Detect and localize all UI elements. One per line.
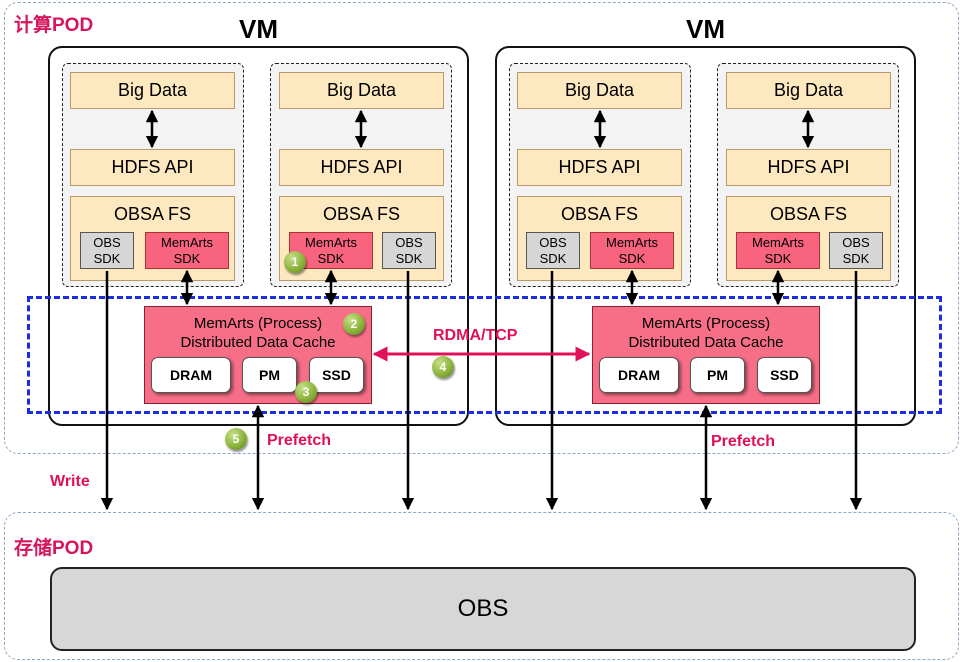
dram-tier: DRAM — [151, 357, 231, 393]
memarts-process-title: MemArts (Process) — [193, 315, 323, 332]
ssd-tier: SSD — [757, 357, 812, 393]
hdfs-api-box: HDFS API — [279, 149, 444, 186]
step-marker-3: 3 — [295, 381, 317, 403]
sdk-line1: OBS — [395, 234, 423, 250]
storage-pod-frame — [4, 512, 959, 660]
step-marker-4: 4 — [432, 356, 454, 378]
big-data-box: Big Data — [279, 72, 444, 109]
sdk-line1: MemArts — [305, 234, 357, 250]
storage-pod-title: 存储POD — [14, 538, 94, 559]
obs-storage-box: OBS — [50, 567, 916, 651]
obs-sdk-box: OBS SDK — [382, 232, 436, 269]
dram-tier: DRAM — [599, 357, 679, 393]
ssd-tier: SSD — [309, 357, 364, 393]
obsa-fs-label: OBSA FS — [769, 204, 848, 224]
sdk-line2: SDK — [395, 250, 423, 266]
obs-sdk-box: OBS SDK — [829, 232, 883, 269]
memarts-process-title: MemArts (Process) — [641, 315, 771, 332]
vm-title-left: VM — [239, 14, 278, 44]
prefetch-label: Prefetch — [267, 432, 332, 449]
sdk-line2: SDK — [539, 250, 567, 266]
sdk-line2: SDK — [764, 250, 792, 266]
sdk-line1: OBS — [842, 234, 870, 250]
memarts-sdk-box: MemArts SDK — [736, 232, 820, 269]
sdk-line1: OBS — [93, 234, 121, 250]
sdk-line2: SDK — [317, 250, 345, 266]
step-marker-5: 5 — [225, 428, 247, 450]
sdk-line2: SDK — [173, 250, 201, 266]
sdk-line2: SDK — [93, 250, 121, 266]
sdk-line1: OBS — [539, 234, 567, 250]
obsa-fs-label: OBSA FS — [113, 204, 192, 224]
hdfs-api-box: HDFS API — [517, 149, 682, 186]
obsa-fs-label: OBSA FS — [560, 204, 639, 224]
sdk-line1: MemArts — [161, 234, 213, 250]
compute-pod-title: 计算POD — [14, 15, 94, 36]
big-data-box: Big Data — [517, 72, 682, 109]
sdk-line1: MemArts — [606, 234, 658, 250]
memarts-sdk-box: MemArts SDK — [590, 232, 674, 269]
distributed-cache-label: Distributed Data Cache — [180, 334, 336, 351]
memarts-sdk-box: MemArts SDK — [289, 232, 373, 269]
distributed-cache-boundary — [27, 296, 942, 414]
vm-title-right: VM — [686, 14, 725, 44]
pm-tier: PM — [242, 357, 297, 393]
big-data-box: Big Data — [726, 72, 891, 109]
prefetch-label: Prefetch — [711, 433, 776, 450]
hdfs-api-box: HDFS API — [70, 149, 235, 186]
rdma-tcp-label: RDMA/TCP — [433, 327, 518, 344]
step-marker-2: 2 — [343, 313, 365, 335]
compute-pod-frame — [4, 2, 959, 454]
memarts-sdk-box: MemArts SDK — [145, 232, 229, 269]
sdk-line1: MemArts — [752, 234, 804, 250]
pm-tier: PM — [690, 357, 745, 393]
obsa-fs-label: OBSA FS — [322, 204, 401, 224]
obs-sdk-box: OBS SDK — [80, 232, 134, 269]
distributed-cache-label: Distributed Data Cache — [628, 334, 784, 351]
hdfs-api-box: HDFS API — [726, 149, 891, 186]
write-label: Write — [50, 473, 90, 490]
step-marker-1: 1 — [284, 251, 306, 273]
sdk-line2: SDK — [842, 250, 870, 266]
obs-sdk-box: OBS SDK — [526, 232, 580, 269]
big-data-box: Big Data — [70, 72, 235, 109]
sdk-line2: SDK — [618, 250, 646, 266]
